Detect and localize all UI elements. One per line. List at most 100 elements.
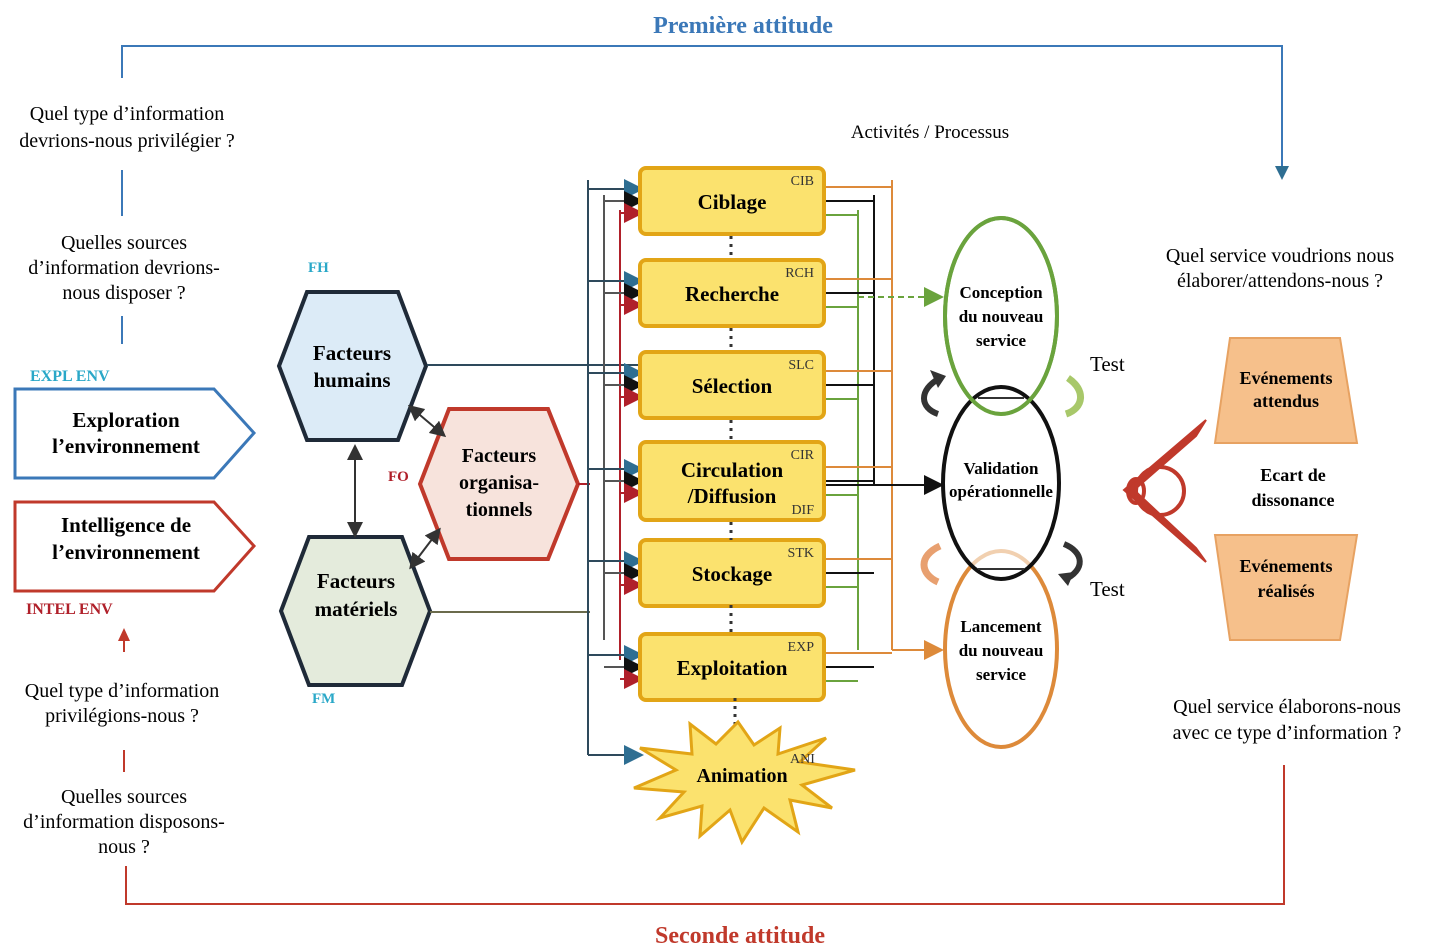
gap-line1: Ecart de xyxy=(1260,465,1325,485)
expl-env-tag: EXPL ENV xyxy=(30,368,110,385)
question-2-line3: nous disposer ? xyxy=(62,282,185,304)
organizational-factors: FO Facteurs organisa- tionnels xyxy=(388,407,581,561)
animation-star-shape xyxy=(633,719,856,846)
fh-tag: FH xyxy=(308,260,329,276)
process-code: CIB xyxy=(791,174,814,189)
question-1-line1: Quel type d’information xyxy=(30,103,224,125)
intelligence-env: Intelligence de l’environnement INTEL EN… xyxy=(13,500,257,618)
test-label-bottom: Test xyxy=(1090,577,1125,601)
first-attitude-line xyxy=(121,45,1283,170)
gap-line2: dissonance xyxy=(1251,490,1334,510)
animation-starburst: ANI Animation xyxy=(633,719,856,846)
fo-tag: FO xyxy=(388,469,409,485)
lancement-line3: service xyxy=(976,665,1026,684)
process-outputs xyxy=(824,186,892,682)
right-panel: Quel service voudrions nous élaborer/att… xyxy=(1122,245,1402,744)
expected-events-line2: attendus xyxy=(1253,391,1319,411)
material-factors: Facteurs matériels FM xyxy=(278,535,433,707)
question-3-line2: privilégions-nous ? xyxy=(45,705,199,727)
conception-line2: du nouveau xyxy=(959,307,1044,326)
process-code: STK xyxy=(788,546,814,561)
conception-line3: service xyxy=(976,331,1026,350)
process-code: EXP xyxy=(788,640,815,655)
second-attitude-title: Seconde attitude xyxy=(655,923,825,946)
lancement-line1: Lancement xyxy=(960,617,1042,636)
human-factors-hexagon xyxy=(276,290,429,442)
realized-events-line2: réalisés xyxy=(1258,581,1315,601)
exploration-env: EXPL ENV Exploration l’environnement xyxy=(13,368,257,480)
first-attitude-loop: Première attitude xyxy=(121,13,1289,180)
intelligence-arrow-shape xyxy=(13,500,257,593)
material-factors-hexagon xyxy=(278,535,433,687)
process-bus-left xyxy=(587,180,644,765)
second-attitude-line xyxy=(125,765,1285,905)
validation-line2: opérationnelle xyxy=(949,482,1053,501)
realized-events-line1: Evénements xyxy=(1240,556,1333,576)
fm-tag: FM xyxy=(312,691,335,707)
process-code: CIR xyxy=(791,448,815,463)
process-label: Exploitation xyxy=(677,656,788,680)
process-label: Ciblage xyxy=(698,190,767,214)
conception-line1: Conception xyxy=(959,283,1043,302)
question-4-line2: d’information disposons- xyxy=(23,811,225,833)
question-4-line3: nous ? xyxy=(98,836,150,858)
activities-title: Activités / Processus xyxy=(851,122,1009,143)
org-factors-hexagon xyxy=(417,407,581,561)
material-factors-line2: matériels xyxy=(315,597,398,621)
realized-events-trapezoid xyxy=(1213,534,1359,641)
process-label: Circulation xyxy=(681,458,784,482)
cycle-arrow-right-top-icon xyxy=(1064,375,1084,418)
human-factors-line1: Facteurs xyxy=(313,341,391,365)
human-factors-line2: humains xyxy=(313,368,390,392)
intel-env-tag: INTEL ENV xyxy=(26,601,113,618)
process-rect xyxy=(638,350,826,420)
human-factors: FH Facteurs humains xyxy=(276,260,429,442)
question-2-line1: Quelles sources xyxy=(61,232,187,254)
org-factors-line1: Facteurs xyxy=(462,445,537,467)
process-code-secondary: DIF xyxy=(791,503,814,518)
process-code: SLC xyxy=(788,358,814,373)
animation-code: ANI xyxy=(790,752,815,767)
animation-label: Animation xyxy=(696,765,787,787)
process-label: Sélection xyxy=(692,374,773,398)
process-box: CIR DIF Circulation/Diffusion xyxy=(638,440,826,522)
second-attitude-loop: Seconde attitude xyxy=(125,765,1285,946)
process-rect xyxy=(638,632,826,702)
process-box: SLC Sélection xyxy=(638,350,826,420)
fm-fo-link xyxy=(409,527,441,570)
right-question-bottom-line1: Quel service élaborons-nous xyxy=(1173,696,1401,718)
expected-events-trapezoid xyxy=(1213,337,1359,444)
question-2-line2: d’information devrions- xyxy=(28,257,220,279)
question-3-line1: Quel type d’information xyxy=(25,680,219,702)
test-label-top: Test xyxy=(1090,352,1125,376)
exploration-line1: Exploration xyxy=(72,408,180,432)
right-question-top-line2: élaborer/attendons-nous ? xyxy=(1177,270,1383,292)
conception-ellipse-outline xyxy=(943,216,1059,416)
material-factors-line1: Facteurs xyxy=(317,569,395,593)
right-question-bottom-line2: avec ce type d’information ? xyxy=(1173,722,1402,744)
intelligence-line1: Intelligence de xyxy=(61,513,191,537)
intelligence-line2: l’environnement xyxy=(52,540,200,564)
process-label: Recherche xyxy=(685,282,779,306)
process-rect xyxy=(638,166,826,236)
process-label: Stockage xyxy=(692,562,773,586)
intel-up-arrowhead xyxy=(118,628,130,641)
validation-line1: Validation xyxy=(964,459,1040,478)
exploration-line2: l’environnement xyxy=(52,434,200,458)
validation-ellipse xyxy=(941,385,1061,581)
first-attitude-title: Première attitude xyxy=(653,13,833,39)
eye-icon xyxy=(1122,419,1207,563)
process-label-line2: /Diffusion xyxy=(687,484,777,508)
fh-fo-link xyxy=(407,404,447,438)
process-box: RCH Recherche xyxy=(638,258,826,328)
process-inputs xyxy=(588,179,644,689)
exploration-arrow-shape xyxy=(13,387,257,480)
process-bus-right xyxy=(824,180,944,660)
expected-events-line1: Evénements xyxy=(1240,368,1333,388)
process-code: RCH xyxy=(785,266,814,281)
process-rect xyxy=(638,258,826,328)
first-attitude-arrowhead xyxy=(1275,166,1289,180)
